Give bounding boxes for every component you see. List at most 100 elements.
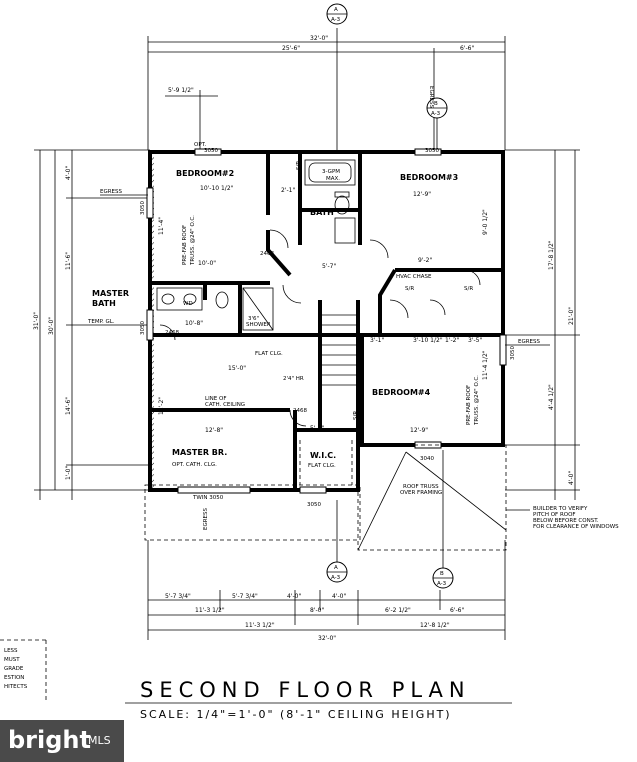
note-hr: 2'4" HR [283, 376, 304, 382]
dim-right-4: 4'-0" [568, 471, 575, 485]
svg-text:A: A [334, 565, 338, 571]
dim-bot-f: 6'-6" [450, 607, 464, 614]
note-prefab-left-2: TRUSS. @24" O.C. [190, 215, 196, 266]
window-label-bottom-right: 3040 [420, 456, 434, 462]
watermark-banner [0, 720, 124, 762]
dim-d5: 2'-1" [281, 187, 295, 194]
room-master-br: MASTER BR. [172, 448, 227, 457]
dim-d1: 3'-1" [370, 337, 384, 344]
note-line-of-cath-1: LINE OF [205, 396, 227, 402]
left-dimensions: 31'-0" 30'-0" 4'-0" 11'-6" 14'-6" 1'-0" [33, 149, 150, 500]
dim-top-total: 32'-0" [310, 35, 328, 42]
dim-bot-a: 5'-7 3/4" [165, 593, 191, 600]
dim-br4-h: 11'-4 1/2" [482, 350, 489, 380]
window-label-top: 3050 [204, 148, 218, 154]
egress-right: EGRESS [518, 339, 541, 345]
window-label-top-right: 3050 [425, 148, 439, 154]
room-bedroom4: BEDROOM#4 [372, 388, 431, 397]
note-line-of-cath-2: CATH. CEILING [205, 402, 245, 408]
svg-text:MUST: MUST [4, 657, 20, 663]
dim-bot-d: 4'-0" [332, 593, 346, 600]
plan-title: SECOND FLOOR PLAN [140, 678, 471, 702]
svg-text:PITCH OF ROOF: PITCH OF ROOF [533, 512, 576, 518]
top-dimensions: 32'-0" 25'-6" 6'-6" 5'-9 1/2" [147, 35, 506, 150]
note-prefab-right-2: TRUSS. @24" O.C. [474, 375, 480, 426]
dim-left-14-6: 14'-6" [65, 397, 72, 415]
dim-mbr-w2: 12'-8" [205, 427, 223, 434]
window-label-left2: 3050 [140, 321, 146, 335]
dim-bot-h: 8'-0" [310, 607, 324, 614]
svg-text:BUILDER TO VERIFY: BUILDER TO VERIFY [533, 506, 588, 512]
dim-bot-b: 5'-7 3/4" [232, 593, 258, 600]
corner-note: LESS MUST GRADE ESTION HITECTS [0, 639, 47, 700]
section-marker-b-top: B A-3 EGRESS [426, 86, 448, 150]
room-wic: W.I.C. [310, 451, 336, 460]
dim-small-top: 5'-9 1/2" [168, 87, 194, 94]
note-sir-2: S/R [464, 286, 473, 292]
svg-text:A-3: A-3 [437, 581, 447, 587]
dim-mb-w: 10'-8" [185, 320, 203, 327]
note-sir-1: S/R [405, 286, 414, 292]
note-shower-1: 3'6" [248, 316, 259, 322]
dim-mbr-h: 12'-2" [158, 397, 165, 415]
dim-bot-e: 6'-2 1/2" [385, 607, 411, 614]
dim-left-4: 4'-0" [65, 166, 72, 180]
note-roof-truss-2: OVER FRAMING [400, 490, 442, 496]
svg-text:B: B [440, 571, 444, 577]
roof-overhang [144, 444, 507, 551]
note-prefab-right-1: PRE-FAB ROOF [466, 385, 472, 425]
dim-right-4-4: 4'-4 1/2" [548, 384, 555, 410]
dim-br4-w: 12'-9" [410, 427, 428, 434]
dim-left-1: 1'-0" [65, 466, 72, 480]
note-wd: WD [183, 301, 193, 307]
note-sir-3: S/R [353, 411, 359, 420]
watermark-mls: MLS [88, 734, 111, 747]
svg-text:ESTION: ESTION [4, 675, 24, 681]
svg-text:B: B [434, 101, 438, 107]
dim-br3-9: 9'-2" [418, 257, 432, 264]
section-marker-a-top: A A-3 [326, 3, 348, 150]
svg-text:A-3: A-3 [331, 575, 341, 581]
dim-left-30: 30'-0" [48, 317, 55, 335]
note-roof-truss-1: ROOF TRUSS [403, 484, 439, 490]
section-marker-b-bottom: B A-3 [432, 450, 454, 589]
dim-bot-j: 12'-8 1/2" [420, 622, 450, 629]
note-builder: BUILDER TO VERIFY PITCH OF ROOF BELOW BE… [506, 506, 619, 530]
dim-d3: 3'-5" [468, 337, 482, 344]
dim-br2-w2: 10'-0" [198, 260, 216, 267]
dim-br3-w: 12'-9" [413, 191, 431, 198]
room-bedroom3: BEDROOM#3 [400, 173, 458, 182]
svg-text:LESS: LESS [4, 648, 18, 654]
dim-br2-h: 11'-4" [158, 217, 165, 235]
plan-scale: SCALE: 1/4"=1'-0" (8'-1" CEILING HEIGHT) [140, 708, 452, 721]
dim-bot-g: 11'-3 1/2" [195, 607, 225, 614]
dim-d2: 3'-10 1/2" [413, 337, 443, 344]
fixtures [156, 159, 481, 485]
note-flat-clg-wic: FLAT CLG. [308, 463, 336, 469]
svg-text:A-3: A-3 [431, 111, 441, 117]
note-gpm-2: MAX. [326, 176, 340, 182]
dim-left-11-6: 11'-6" [65, 252, 72, 270]
svg-text:HITECTS: HITECTS [4, 684, 28, 690]
note-prefab-left-1: PRE-FAB ROOF [182, 225, 188, 265]
dim-right-21: 21'-0" [568, 307, 575, 325]
egress-bottom: EGRESS [203, 507, 209, 530]
note-sir-4: S/R [296, 161, 302, 170]
bottom-dimensions: 5'-7 3/4" 5'-7 3/4" 4'-0" 4'-0" 6'-2 1/2… [147, 540, 506, 642]
window-label-twin: TWIN 3050 [192, 495, 224, 501]
window-label-opt: OPT. [194, 142, 206, 148]
dim-top-right: 6'-6" [460, 45, 474, 52]
dim-bot-c: 4'-0" [287, 593, 301, 600]
svg-text:FOR CLEARANCE OF WINDOWS: FOR CLEARANCE OF WINDOWS [533, 524, 619, 530]
window-label-left1: 3050 [140, 201, 146, 215]
room-bath: BATH [310, 208, 334, 217]
dim-br2-w: 10'-10 1/2" [200, 185, 234, 192]
note-hvac: HVAC CHASE [396, 274, 432, 280]
svg-text:A: A [334, 7, 338, 13]
door-2468-a: 2468 [293, 408, 307, 414]
room-bedroom2: BEDROOM#2 [176, 169, 234, 178]
svg-text:A-3: A-3 [331, 17, 341, 23]
svg-text:GRADE: GRADE [4, 666, 24, 672]
note-temp-gl: TEMP. GL. [87, 319, 115, 325]
